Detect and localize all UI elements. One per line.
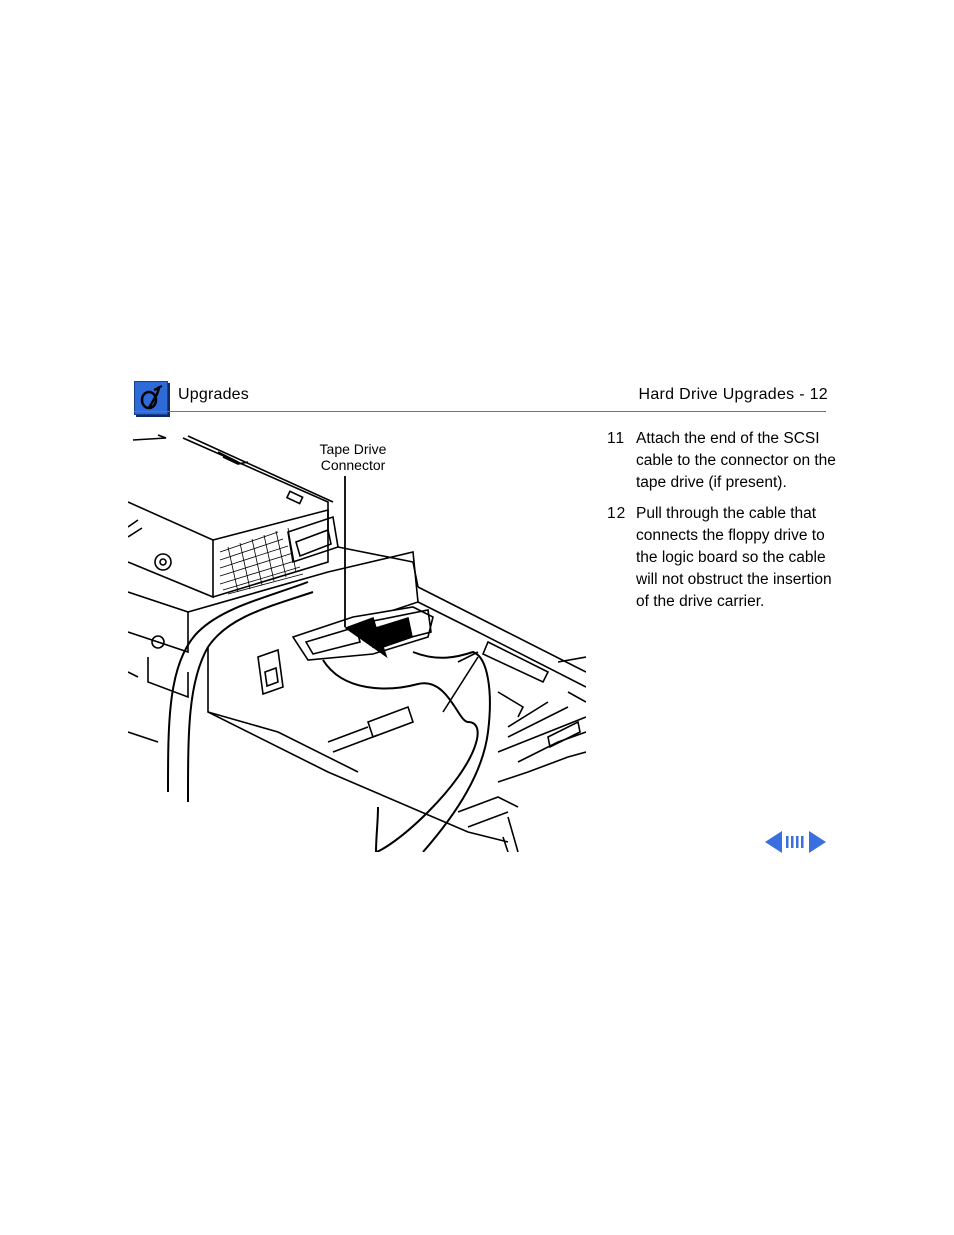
- step-item: 11 Attach the end of the SCSI cable to t…: [607, 428, 837, 494]
- page-title: Hard Drive Upgrades - 12: [638, 386, 828, 403]
- arrow-left-icon[interactable]: [765, 831, 782, 853]
- step-number: 12: [607, 505, 627, 522]
- figure-callout: Tape Drive Connector: [319, 441, 387, 473]
- page-header: Upgrades Hard Drive Upgrades - 12: [134, 380, 828, 415]
- index-bars-icon[interactable]: [786, 836, 804, 848]
- apple-service-logo-icon[interactable]: [134, 381, 168, 415]
- arrow-right-icon[interactable]: [809, 831, 826, 853]
- instruction-steps: 11 Attach the end of the SCSI cable to t…: [607, 428, 837, 622]
- section-title: Upgrades: [178, 386, 249, 403]
- page-navigation: [765, 830, 827, 854]
- step-text: Pull through the cable that connects the…: [636, 505, 832, 610]
- header-divider: [134, 411, 826, 412]
- step-number: 11: [607, 430, 626, 447]
- step-text: Attach the end of the SCSI cable to the …: [636, 430, 836, 491]
- tape-drive-illustration: [128, 434, 586, 852]
- step-item: 12 Pull through the cable that connects …: [607, 503, 837, 613]
